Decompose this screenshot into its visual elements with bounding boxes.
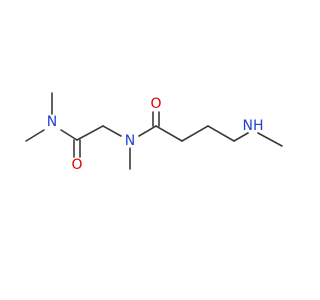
bond-c3-c4 <box>181 125 209 142</box>
bond-carbonyl1-ch2 <box>76 125 104 141</box>
bond-c4-c5 <box>207 125 235 142</box>
molecule-structure: N O N O NH <box>25 92 283 173</box>
molecule-canvas: N O N O NH <box>25 92 283 173</box>
o-butanamide-label: O <box>150 96 161 112</box>
bond-carbonyl2-c3 <box>155 125 183 142</box>
bond-ch2-n2 <box>102 125 122 137</box>
bond-c5-nh <box>233 132 249 142</box>
n-central-label: N <box>125 133 135 149</box>
bond-nh-methyl <box>257 132 283 147</box>
atom-label-layer: N O N O NH <box>47 96 264 173</box>
bond-n1-carbonyl <box>60 129 78 141</box>
bond-methyl-n1-lower <box>25 129 45 142</box>
bond-layer <box>25 92 283 170</box>
n-dimethylamide-label: N <box>47 114 57 130</box>
bond-n2-carbonyl2 <box>138 125 157 137</box>
nh-methylamino-label: NH <box>243 118 264 134</box>
o-glycinamide-label: O <box>71 157 82 173</box>
